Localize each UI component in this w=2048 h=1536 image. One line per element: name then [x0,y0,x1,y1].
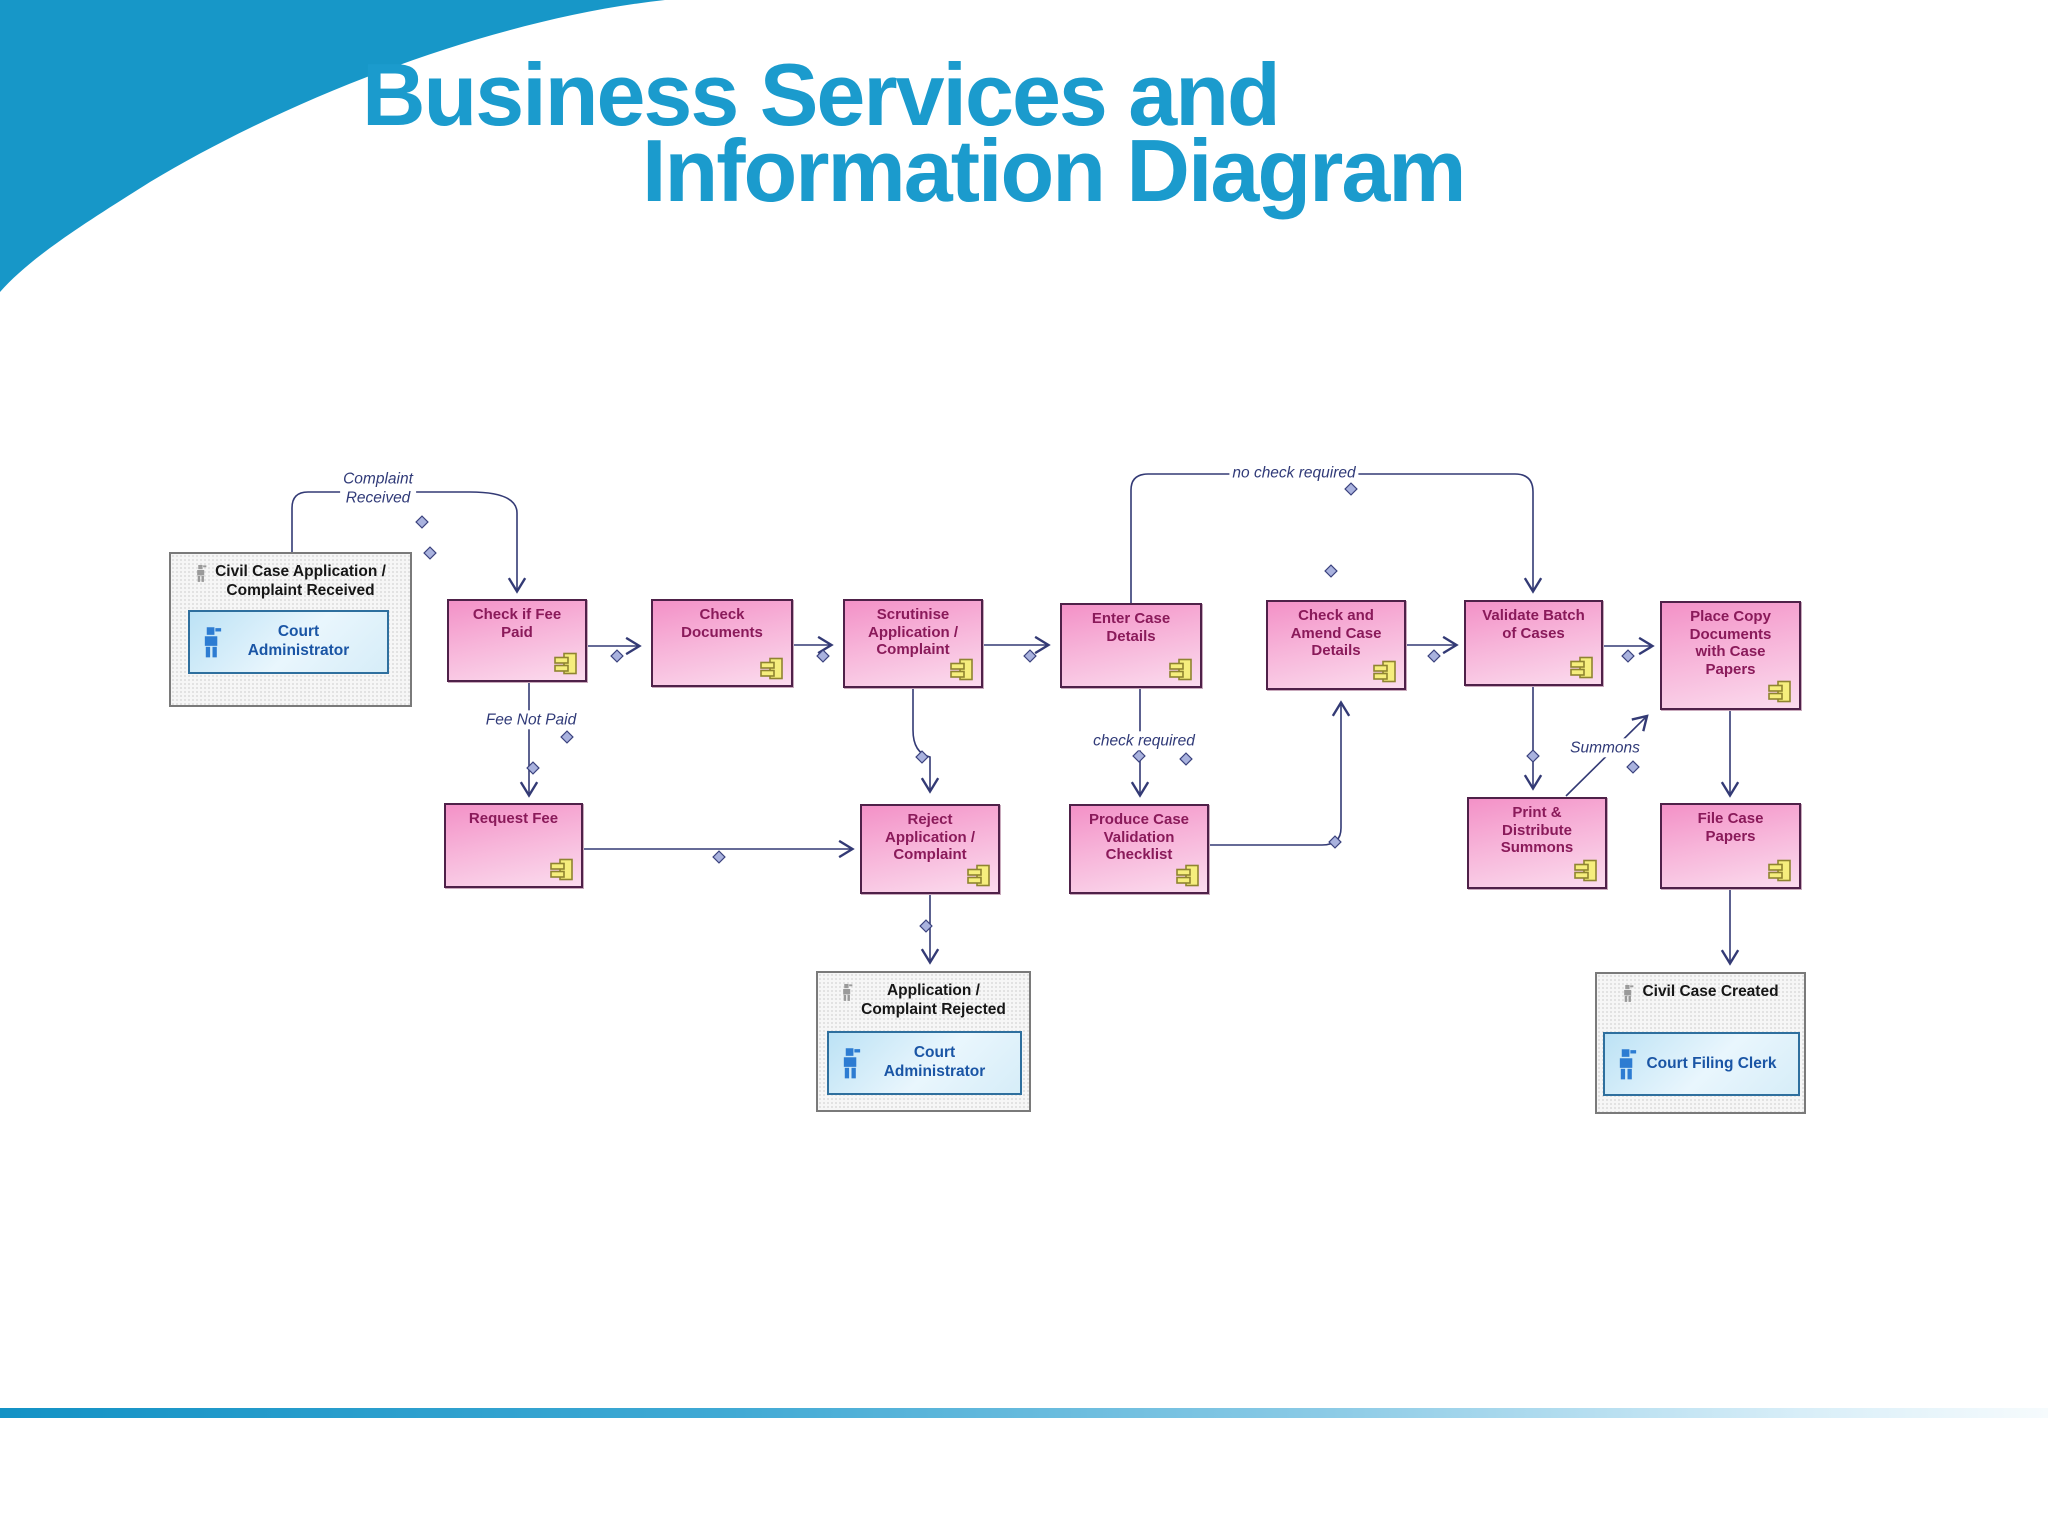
component-icon [1569,656,1596,680]
actor-name: Court Administrator [247,623,350,659]
process-enter-case-details: Enter Case Details [1060,603,1202,688]
actor-name: Court Administrator [883,1044,986,1080]
event-title: Civil Case Created [1642,983,1779,1000]
actor-name: Court Filing Clerk [1646,1054,1777,1072]
process-label: Place Copy Documents with Case Papers [1689,608,1772,679]
component-icon [1372,660,1399,684]
person-icon [201,627,224,658]
process-file-case-papers: File Case Papers [1660,803,1801,889]
edge-label-fee-not-paid: Fee Not Paid [482,710,580,730]
event-title: Civil Case Application / Complaint Recei… [215,563,386,599]
person-icon [840,1048,863,1079]
person-icon [1616,1049,1639,1080]
person-icon [841,983,854,1002]
process-scrutinise-application: Scrutinise Application / Complaint [843,599,983,688]
edge-label-summons: Summons [1567,738,1643,758]
component-icon [553,652,580,676]
actor-court-administrator: Court Administrator [188,610,389,674]
edge-label-no-check-required: no check required [1229,463,1359,483]
process-check-if-fee-paid: Check if Fee Paid [447,599,587,682]
edge-label-complaint-received: Complaint Received [340,469,416,509]
process-label: Check Documents [681,606,763,641]
process-label: Print & Distribute Summons [1500,804,1574,857]
component-icon [759,657,786,681]
component-icon [1767,859,1794,883]
slide-title-line1: Business Services and [362,45,1281,144]
component-icon [1573,859,1600,883]
process-reject-application: Reject Application / Complaint [860,804,1000,894]
bottom-accent-bar [0,1408,2048,1418]
process-produce-case-validation-checklist: Produce Case Validation Checklist [1069,804,1209,894]
process-label: Reject Application / Complaint [885,811,975,864]
process-check-documents: Check Documents [651,599,793,687]
component-icon [1175,864,1202,888]
component-icon [949,658,976,682]
process-label: Validate Batch of Cases [1482,607,1585,642]
process-print-distribute-summons: Print & Distribute Summons [1467,797,1607,889]
component-icon [1767,680,1794,704]
process-request-fee: Request Fee [444,803,583,888]
component-icon [549,858,576,882]
process-label: Scrutinise Application / Complaint [868,606,958,659]
flow-diamonds [415,482,1640,933]
process-label: Check and Amend Case Details [1290,607,1382,660]
process-label: Produce Case Validation Checklist [1088,811,1190,864]
process-label: File Case Papers [1697,810,1764,845]
process-check-amend-case-details: Check and Amend Case Details [1266,600,1406,690]
event-application-complaint-rejected: Application / Complaint Rejected Court A… [816,971,1031,1112]
event-civil-case-created: Civil Case Created Court Filing Clerk [1595,972,1806,1114]
slide-title-line2: Information Diagram [642,121,1467,220]
process-place-copy-documents: Place Copy Documents with Case Papers [1660,601,1801,710]
event-title: Application / Complaint Rejected [861,982,1006,1018]
actor-court-filing-clerk: Court Filing Clerk [1603,1032,1800,1096]
person-icon [1622,984,1635,1003]
process-validate-batch-of-cases: Validate Batch of Cases [1464,600,1603,686]
component-icon [1168,658,1195,682]
edge-label-check-required: check required [1090,731,1198,751]
person-icon [195,564,208,583]
process-label: Request Fee [468,810,559,827]
corner-swoosh-decoration [0,0,665,292]
event-civil-case-application-received: Civil Case Application / Complaint Recei… [169,552,412,707]
component-icon [966,864,993,888]
process-label: Enter Case Details [1091,610,1171,645]
actor-court-administrator: Court Administrator [827,1031,1022,1095]
process-label: Check if Fee Paid [472,606,562,641]
